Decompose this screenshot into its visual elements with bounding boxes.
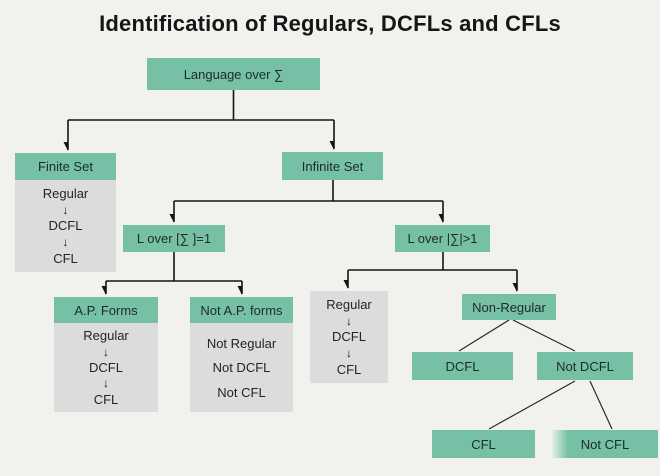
node-non-regular: Non-Regular bbox=[462, 294, 556, 320]
down-arrow-icon: ↓ bbox=[62, 235, 69, 250]
node-label: Language over ∑ bbox=[183, 66, 284, 82]
step-label: Regular bbox=[83, 328, 129, 344]
step-label: CFL bbox=[336, 362, 362, 378]
node-finite-set: Finite Set bbox=[15, 153, 116, 180]
step-label: Not Regular bbox=[206, 335, 277, 351]
down-arrow-icon: ↓ bbox=[103, 376, 109, 391]
node-cfl: CFL bbox=[432, 430, 535, 458]
down-arrow-icon: ↓ bbox=[103, 344, 109, 359]
step-label: CFL bbox=[53, 251, 78, 267]
page-title: Identification of Regulars, DCFLs and CF… bbox=[99, 11, 561, 36]
node-l-over-sigma-equals-1: L over [∑ ]=1 bbox=[123, 225, 225, 252]
node-not-cfl: Not CFL bbox=[552, 430, 658, 458]
node-language-over-sigma: Language over ∑ bbox=[147, 58, 320, 90]
step-label: Regular bbox=[42, 185, 89, 201]
down-arrow-icon: ↓ bbox=[62, 202, 69, 217]
step-label: DCFL bbox=[89, 359, 123, 375]
not-ap-forms-list: Not Regular Not DCFL Not CFL bbox=[190, 323, 293, 412]
node-l-over-sigma-greater-1: L over |∑|>1 bbox=[395, 225, 490, 252]
step-label: DCFL bbox=[48, 218, 83, 234]
node-label: DCFL bbox=[445, 358, 480, 374]
node-label: A.P. Forms bbox=[74, 302, 138, 318]
finite-set-hierarchy: Regular ↓ DCFL ↓ CFL bbox=[15, 180, 116, 272]
node-dcfl: DCFL bbox=[412, 352, 513, 380]
step-label: CFL bbox=[93, 391, 119, 407]
node-label: L over [∑ ]=1 bbox=[136, 231, 212, 246]
down-arrow-icon: ↓ bbox=[346, 313, 352, 328]
node-label: Non-Regular bbox=[472, 299, 546, 315]
node-label: Not DCFL bbox=[556, 358, 614, 374]
node-not-ap-forms: Not A.P. forms bbox=[190, 297, 293, 323]
node-label: L over |∑|>1 bbox=[407, 231, 478, 246]
step-label: Not DCFL bbox=[212, 360, 271, 375]
step-label: DCFL bbox=[332, 329, 366, 345]
down-arrow-icon: ↓ bbox=[346, 346, 352, 361]
node-label: CFL bbox=[471, 436, 496, 452]
node-infinite-set: Infinite Set bbox=[282, 152, 383, 180]
node-not-dcfl: Not DCFL bbox=[537, 352, 633, 380]
step-label: Regular bbox=[326, 296, 372, 312]
ap-forms-hierarchy: Regular ↓ DCFL ↓ CFL bbox=[54, 323, 158, 412]
node-label: Not CFL bbox=[580, 436, 630, 452]
multi-regular-hierarchy: Regular ↓ DCFL ↓ CFL bbox=[310, 291, 388, 383]
step-label: Not CFL bbox=[217, 384, 266, 400]
node-label: Not A.P. forms bbox=[200, 302, 283, 318]
node-ap-forms: A.P. Forms bbox=[54, 297, 158, 323]
node-label: Finite Set bbox=[38, 159, 93, 174]
node-label: Infinite Set bbox=[301, 158, 364, 174]
